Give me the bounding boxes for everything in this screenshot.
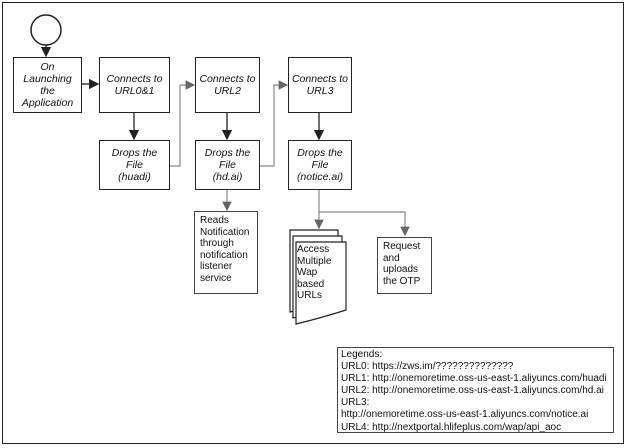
drop-noticeai-node: Drops the File (notice.ai) (288, 140, 352, 190)
connect-url01-node: Connects to URL0&1 (99, 57, 170, 113)
start-node (30, 14, 62, 46)
request-otp-note: Request and uploads the OTP (377, 237, 432, 294)
drop-huadi-label: Drops the File (huadi) (111, 147, 158, 183)
legend-url0: URL0: https://zws.im/?????????????? (341, 361, 514, 373)
legend-url3: http://onemoretime.oss-us-east-1.aliyunc… (341, 409, 589, 421)
legend-url3-label: URL3: (341, 397, 370, 409)
drop-hdai-label: Drops the File (hd.ai) (204, 147, 251, 183)
legend-url4: URL4: http://nextportal.hlifeplus.com/wa… (341, 421, 562, 433)
connect-url01-label: Connects to URL0&1 (106, 73, 163, 97)
arrow-drop1-to-connect2 (170, 80, 196, 167)
connect-url2-node: Connects to URL2 (195, 57, 260, 113)
access-urls-note: Access Multiple Wap based URLs (297, 244, 332, 301)
access-multidoc-shape (289, 229, 347, 325)
legend-title: Legends: (341, 349, 383, 360)
drop-huadi-node: Drops the File (huadi) (99, 140, 170, 190)
launch-label: On Launching the Application (21, 61, 74, 109)
drop-noticeai-label: Drops the File (notice.ai) (296, 147, 344, 183)
legend-url1: URL1: http://onemoretime.oss-us-east-1.a… (341, 373, 607, 385)
connect-url3-node: Connects to URL3 (288, 57, 352, 113)
connect-url3-label: Connects to URL3 (291, 73, 349, 97)
legend-url2: URL2: http://onemoretime.oss-us-east-1.a… (341, 385, 604, 397)
connect-url2-label: Connects to URL2 (199, 73, 256, 97)
diagram-frame (2, 2, 624, 444)
reads-notification-note: Reads Notification through notification … (194, 211, 258, 294)
drop-hdai-node: Drops the File (hd.ai) (195, 140, 260, 190)
legend-box: Legends: URL0: https://zws.im/??????????… (337, 347, 614, 433)
arrow-drop2-to-connect3 (260, 80, 289, 167)
arrow-drop3-to-request (319, 211, 410, 237)
launch-node: On Launching the Application (13, 57, 82, 113)
